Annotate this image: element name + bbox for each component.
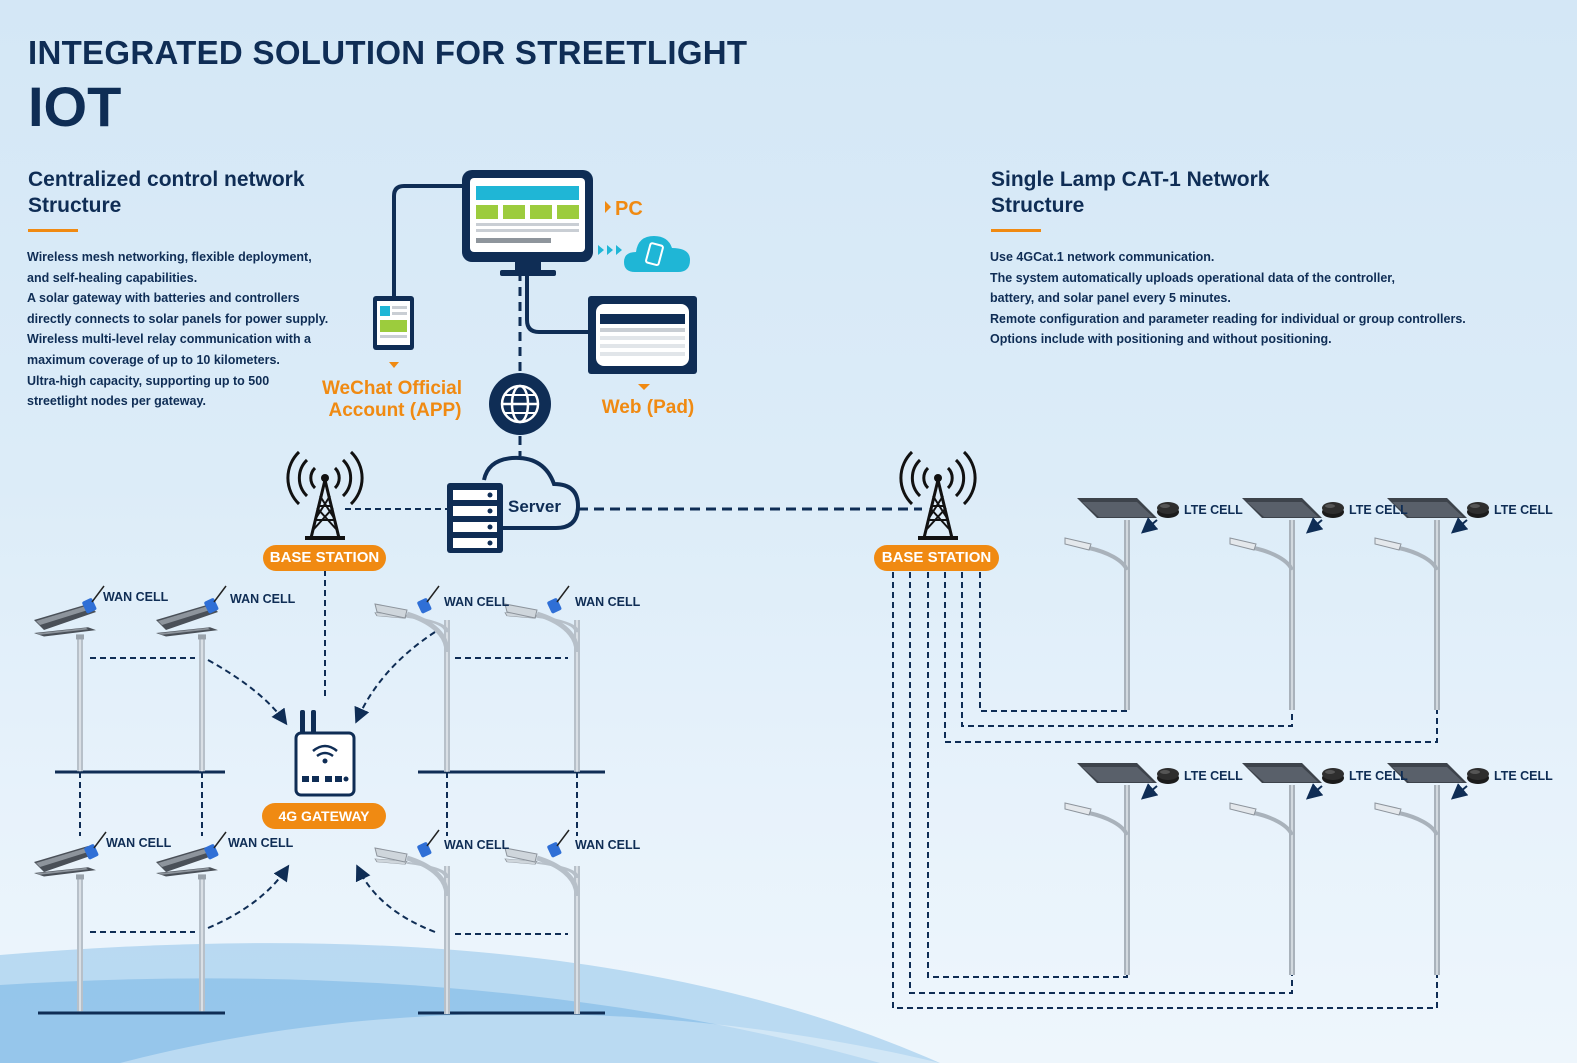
web-pad-icon: [588, 296, 697, 374]
base-station-left-badge: BASE STATION: [263, 545, 386, 571]
lte-cell-label: LTE CELL: [1349, 503, 1408, 517]
street-lamp-icon: [34, 627, 96, 772]
right-para-line: Use 4GCat.1 network communication.: [990, 250, 1215, 264]
left-heading: Centralized control network Structure: [28, 167, 305, 219]
solar-lamp-icon: [1063, 761, 1159, 977]
left-heading-rule: [28, 229, 78, 232]
left-para-line: A solar gateway with batteries and contr…: [27, 291, 300, 306]
right-para-line: The system automatically uploads operati…: [990, 270, 1395, 285]
wan-module-icon: [415, 829, 440, 859]
cloud-icon: [482, 455, 581, 530]
wechat-label-line1: WeChat Official: [322, 378, 462, 399]
right-heading-line1: Single Lamp CAT-1 Network: [991, 168, 1270, 191]
wechat-label-line2: Account (APP): [329, 400, 462, 421]
right-paragraph: Use 4GCat.1 network communication. The s…: [990, 247, 1466, 350]
left-para-line: directly connects to solar panels for po…: [27, 311, 329, 326]
street-lamp-icon: [156, 627, 218, 772]
lte-module-icon: [1322, 768, 1344, 784]
lte-cell-label: LTE CELL: [1494, 769, 1553, 783]
main-title: INTEGRATED SOLUTION FOR STREETLIGHT: [28, 34, 748, 71]
lte-cell-label: LTE CELL: [1184, 769, 1243, 783]
right-para-line: Options include with positioning and wit…: [990, 332, 1332, 347]
globe-icon: [489, 373, 551, 435]
lte-cell-label: LTE CELL: [1184, 503, 1243, 517]
wan-cell-label: WAN CELL: [575, 595, 641, 609]
wan-module-icon: [545, 829, 570, 859]
street-lamp-icon: [505, 613, 580, 772]
server-icon: [447, 483, 503, 553]
wan-module-icon: [415, 585, 440, 615]
wan-cell-label: WAN CELL: [230, 592, 296, 606]
right-para-line: battery, and solar panel every 5 minutes…: [990, 291, 1231, 306]
left-para-line: and self-healing capabilities.: [27, 270, 198, 285]
gateway-badge: 4G GATEWAY: [262, 803, 386, 829]
web-label: Web (Pad): [602, 397, 695, 418]
line-pc-to-web: [525, 272, 590, 334]
left-para-line: maximum coverage of up to 10 kilometers.: [27, 352, 280, 367]
wan-cell-label: WAN CELL: [444, 595, 510, 609]
solar-lamp-icon: [1063, 496, 1159, 712]
left-paragraph: Wireless mesh networking, flexible deplo…: [27, 247, 328, 412]
right-heading: Single Lamp CAT-1 Network Structure: [991, 167, 1270, 219]
base-station-right-badge: BASE STATION: [874, 545, 999, 571]
cloud-phone-icon: [624, 236, 690, 272]
left-para-line: Wireless mesh networking, flexible deplo…: [27, 250, 312, 264]
pc-arrow: [605, 201, 611, 213]
wan-cell-label: WAN CELL: [103, 590, 169, 604]
monitor-icon: [462, 170, 593, 276]
server-label: Server: [508, 497, 561, 516]
antenna-tower-icon: [899, 450, 977, 542]
left-heading-line2: Structure: [28, 194, 122, 217]
solar-lamp-icon: [1373, 761, 1469, 977]
wan-cell-label: WAN CELL: [106, 836, 172, 850]
lte-module-icon: [1467, 502, 1489, 518]
left-heading-line1: Centralized control network: [28, 168, 305, 191]
right-para-line: Remote configuration and parameter readi…: [990, 311, 1466, 326]
line-pc-to-app: [392, 184, 462, 296]
antenna-tower-icon: [286, 450, 364, 542]
wan-module-icon: [545, 585, 570, 615]
lte-module-icon: [1157, 502, 1179, 518]
right-heading-rule: [991, 229, 1041, 232]
cloud-arrows: [598, 245, 622, 255]
lte-cell-label: LTE CELL: [1349, 769, 1408, 783]
left-para-line: Ultra-high capacity, supporting up to 50…: [27, 373, 270, 388]
lte-module-icon: [1467, 768, 1489, 784]
pc-label: PC: [615, 198, 643, 220]
wan-cell-label: WAN CELL: [228, 836, 294, 850]
street-lamp-icon: [375, 613, 450, 772]
right-heading-line2: Structure: [991, 194, 1085, 217]
wan-cell-label: WAN CELL: [575, 838, 641, 852]
tablet-icon: [373, 296, 414, 350]
solar-lamp-icon: [1228, 761, 1324, 977]
lte-cell-label: LTE CELL: [1494, 503, 1553, 517]
lte-module-icon: [1322, 502, 1344, 518]
router-icon: [294, 710, 356, 797]
left-para-line: streetlight nodes per gateway.: [27, 394, 206, 409]
left-para-line: Wireless multi-level relay communication…: [27, 332, 312, 347]
wan-cell-label: WAN CELL: [444, 838, 510, 852]
solar-lamp-icon: [1228, 496, 1324, 712]
cat1-links: [892, 572, 1438, 1009]
lte-module-icon: [1157, 768, 1179, 784]
solar-lamp-icon: [1373, 496, 1469, 712]
main-title-iot: IOT: [28, 75, 122, 138]
